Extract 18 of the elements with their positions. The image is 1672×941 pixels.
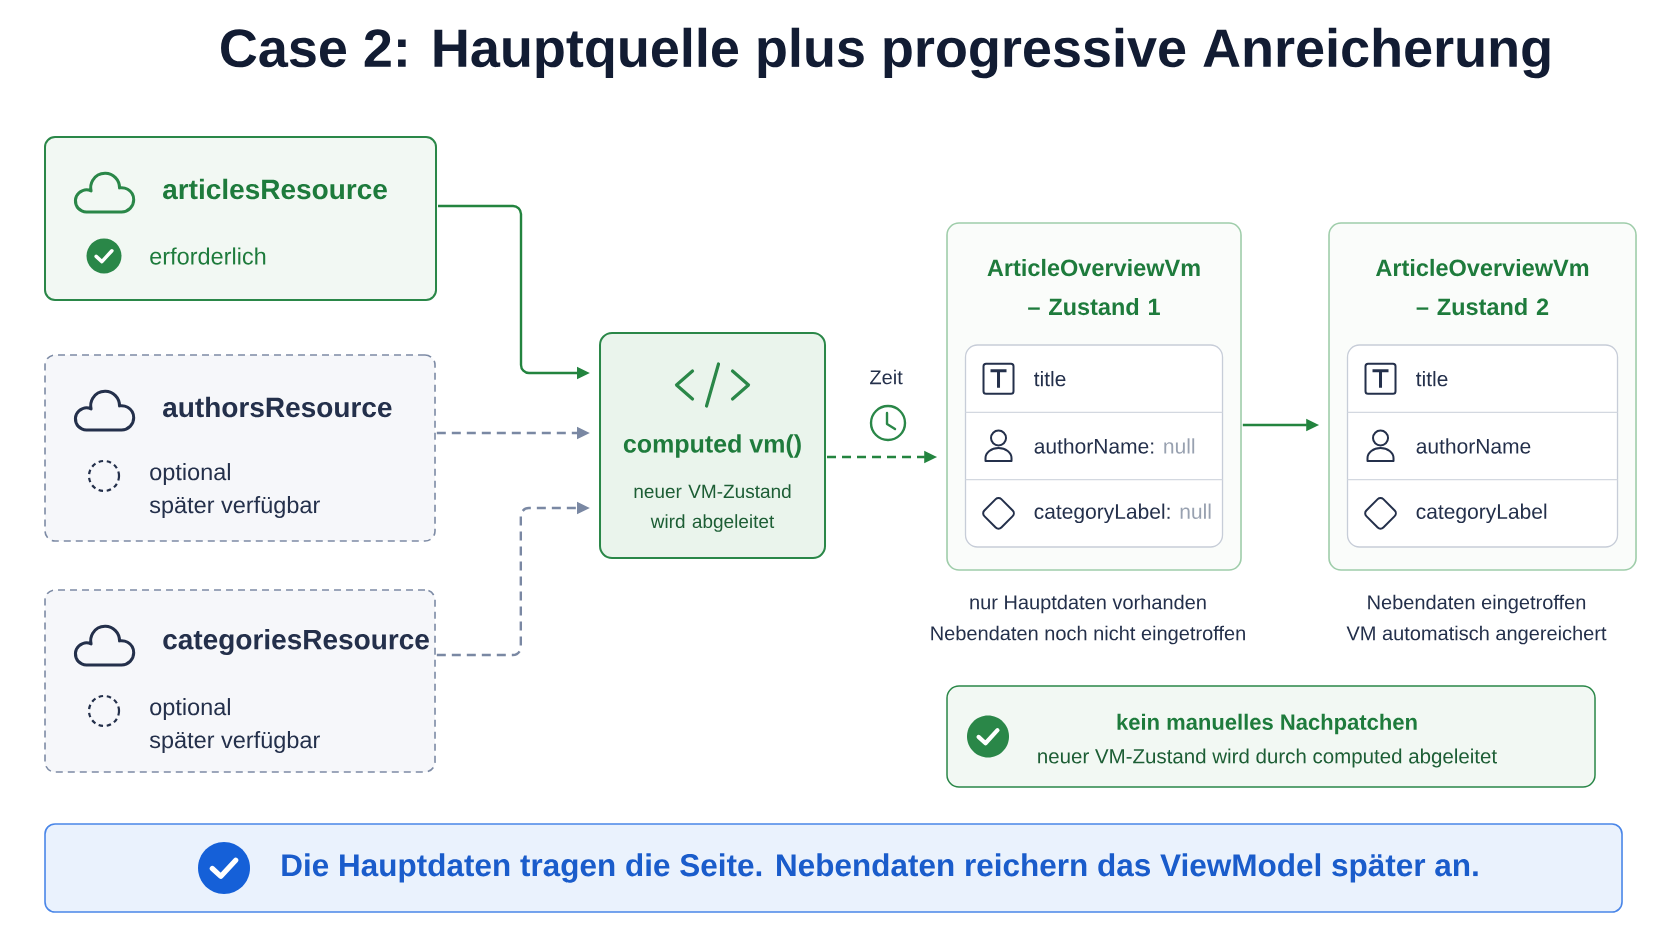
resource-box: authorsResource optional später verfügbar <box>44 354 436 542</box>
resource-box: categoriesResource optional später verfügbar <box>44 589 436 773</box>
field-row: title <box>1416 370 1448 387</box>
caption-text: VM automatisch angereichert <box>1346 625 1607 645</box>
title: Case 2: Hauptquelle plus progressive Anreicherung <box>221 27 1550 79</box>
field-row: categoryLabel <box>1416 503 1547 524</box>
edge-label: Zeit <box>867 367 905 387</box>
field-row: categoryLabel: null <box>1034 503 1211 524</box>
caption-text: nur Hauptdaten vorhanden <box>970 594 1206 614</box>
resource-box: articlesResource erforderlich <box>44 136 437 301</box>
field-row: title <box>1034 370 1066 387</box>
process-box: computed vm() neuer VM-Zustand wird abgeleitet <box>599 332 826 559</box>
caption-text: Nebendaten eingetroffen <box>1368 594 1586 614</box>
caption-text: Nebendaten noch nicht eingetroffen <box>931 625 1245 645</box>
summary-banner: Die Hauptdaten tragen die Seite. Nebendaten reichern das ViewModel später an. <box>44 823 1623 913</box>
field-row: authorName <box>1416 438 1531 454</box>
field-row: authorName: null <box>1034 438 1195 454</box>
note-box: kein manuelles Nachpatchen neuer VM-Zustand wird durch computed abgeleitet <box>946 685 1596 788</box>
